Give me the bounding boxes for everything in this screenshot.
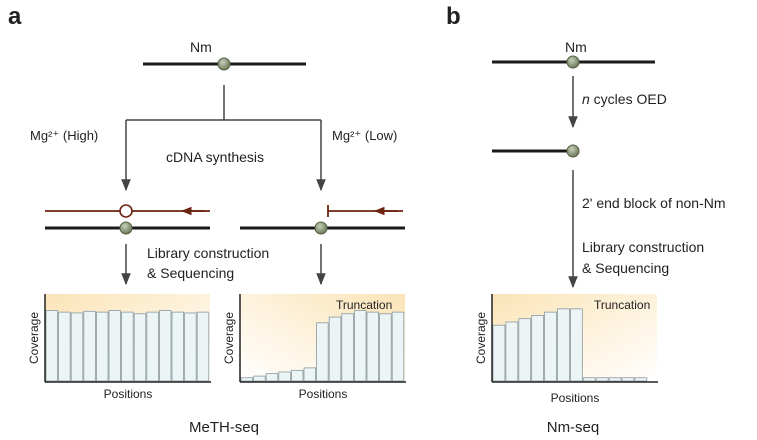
panel-a-right-chart-ylabel: Coverage (222, 312, 236, 364)
panel-b-step2: 2' end block of non-Nm (582, 195, 726, 211)
panel-b-nm-label: Nm (565, 39, 587, 55)
panel-a-left-chart-bar-12 (184, 312, 197, 382)
panel-a-left-chart-ylabel: Coverage (27, 312, 41, 364)
panel-b-chart-bar-3 (518, 318, 532, 382)
panel-a-library-line1: Library construction (147, 245, 269, 261)
panel-a-left-chart-bar-10 (158, 310, 172, 382)
panel-a-nm-label: Nm (190, 39, 212, 55)
panel-b-step1-n: n (582, 91, 590, 107)
panel-a-right-chart-bar-9 (341, 313, 354, 382)
panel-a-left-chart-bar-11 (171, 311, 185, 382)
panel-a-right-chart-bar-1 (240, 377, 254, 382)
panel-a-right-chart-bar-2 (253, 375, 266, 382)
panel-b-chart-bar-5 (544, 311, 557, 382)
panel-b-chart-bar-11 (621, 377, 635, 382)
panel-b-chart: Coverage Truncation Positions (474, 294, 658, 405)
panel-a-right-chart-bar-7 (316, 322, 329, 382)
panel-b-chart-annotation: Truncation (594, 298, 650, 312)
panel-a-right-chart-bars (240, 310, 405, 382)
panel-b-chart-bar-1 (492, 324, 506, 382)
panel-a-right-chart-bar-8 (328, 316, 342, 382)
panel-a-left-chart-bar-9 (146, 311, 159, 382)
panel-a-left-chart-bar-5 (96, 311, 109, 382)
panel-b-chart-ylabel: Coverage (474, 312, 488, 364)
panel-b-nm-dot-end (566, 144, 580, 158)
panel-b-chart-bar-9 (595, 377, 609, 382)
panel-a-cdna-label: cDNA synthesis (166, 149, 264, 165)
panel-a-nm-dot-left (119, 221, 133, 235)
panel-a-right-chart-annotation: Truncation (336, 298, 392, 312)
panel-a-left-chart: Coverage Positions (27, 294, 211, 401)
panel-a-left-chart-bar-2 (58, 311, 71, 382)
panel-b-method-title: Nm-seq (547, 419, 600, 436)
panel-a-right-chart-bar-4 (278, 371, 291, 382)
panel-a-open-site (119, 204, 133, 218)
panel-a-right-chart-bar-3 (265, 373, 279, 382)
panel-a-nm-dot (217, 57, 231, 71)
panel-a-left-chart-bar-6 (108, 310, 122, 382)
panel-a-right-chart: Coverage Truncation Positions (222, 294, 406, 401)
panel-a-left-chart-xlabel: Positions (104, 387, 153, 401)
panel-b-chart-bars (492, 308, 648, 382)
panel-a-left-chart-bar-13 (196, 311, 210, 382)
panel-a-mg-low: Mg²⁺ (Low) (332, 128, 397, 143)
panel-b-step1-rest: cycles OED (590, 91, 667, 107)
panel-b-library-line2: & Sequencing (582, 260, 669, 276)
panel-b-chart-bar-2 (505, 321, 519, 382)
panel-a-library-line2: & Sequencing (147, 265, 234, 281)
panel-a-left-chart-bar-3 (70, 312, 84, 382)
panel-b-chart-bar-4 (531, 314, 545, 382)
panel-a-nm-dot-right (314, 221, 328, 235)
panel-a-right-chart-xlabel: Positions (299, 387, 348, 401)
panel-a-mg-high: Mg²⁺ (High) (30, 128, 98, 143)
panel-a-left-chart-bar-7 (121, 311, 134, 382)
panel-a-left-chart-bar-1 (45, 310, 59, 382)
panel-a-left-chart-bar-8 (133, 313, 147, 382)
panel-a-right-chart-bar-12 (379, 313, 392, 382)
panel-b-chart-bar-10 (608, 377, 622, 382)
panel-b-letter: b (446, 3, 461, 30)
panel-a-method-title: MeTH-seq (189, 419, 259, 436)
panel-b-chart-xlabel: Positions (551, 391, 600, 405)
panel-a-right-chart-bar-10 (353, 310, 367, 382)
panel-a-right-chart-bar-13 (391, 311, 405, 382)
panel-a-left-chart-bar-4 (83, 310, 96, 382)
panel-a-right-chart-bar-11 (366, 311, 380, 382)
panel-a-right-chart-bar-5 (290, 369, 304, 382)
panel-b-step1: n cycles OED (582, 91, 667, 107)
panel-b-chart-bar-6 (557, 308, 570, 382)
panel-a-letter: a (8, 3, 22, 30)
panel-b-nm-dot (566, 55, 580, 69)
panel-b-chart-bar-8 (582, 377, 596, 382)
panel-b-chart-bar-12 (634, 377, 648, 382)
panel-b-library-line1: Library construction (582, 239, 704, 255)
panel-a-left-chart-bars (45, 310, 210, 382)
panel-a-right-chart-bar-6 (303, 367, 317, 382)
panel-b-chart-bar-7 (570, 308, 583, 382)
